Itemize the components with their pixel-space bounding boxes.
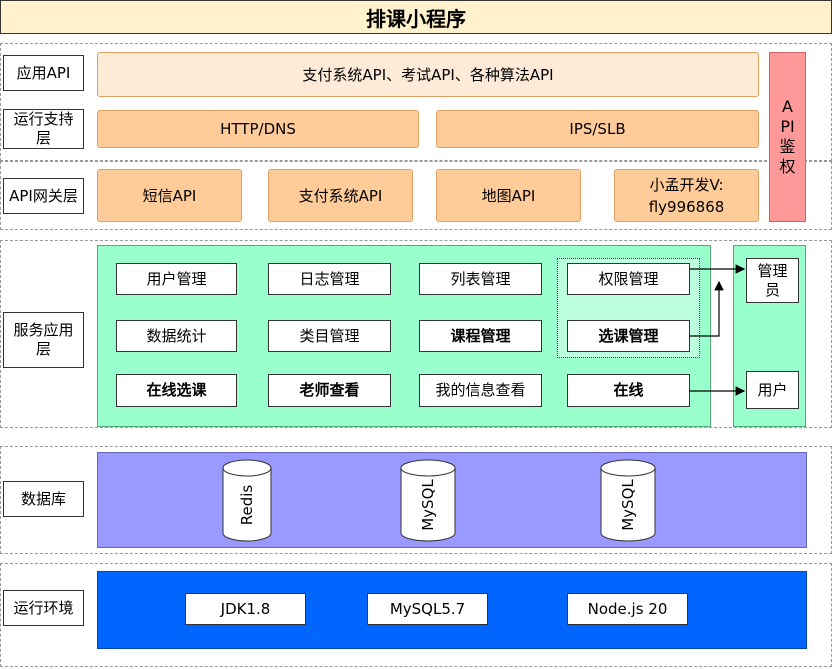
service-category-mgmt: 类目管理 <box>268 320 391 352</box>
service-user-mgmt: 用户管理 <box>116 263 237 295</box>
runtime-jdk: JDK1.8 <box>185 593 306 625</box>
db-label-mysql-2: MySQL <box>619 478 637 531</box>
page-title: 排课小程序 <box>0 0 832 34</box>
api-auth-box: A PI 鉴 权 <box>769 52 806 222</box>
service-log-mgmt: 日志管理 <box>268 263 391 295</box>
gateway-contact-box: 小孟开发V: fly996868 <box>614 169 759 222</box>
layer-label-database: 数据库 <box>3 481 84 517</box>
service-list-mgmt: 列表管理 <box>419 263 542 295</box>
db-cylinder-mysql-1 <box>400 459 456 542</box>
service-my-info-view: 我的信息查看 <box>419 374 542 407</box>
service-course-mgmt: 课程管理 <box>419 320 542 352</box>
api-auth-line1: A <box>782 97 793 116</box>
contact-line2: fly996868 <box>648 197 725 216</box>
gateway-payment-api: 支付系统API <box>268 169 413 222</box>
role-admin: 管理员 <box>746 258 799 303</box>
service-perm-mgmt: 权限管理 <box>567 263 690 295</box>
role-user: 用户 <box>746 371 799 409</box>
app-api-box: 支付系统API、考试API、各种算法API <box>97 52 759 97</box>
runtime-support-http-dns: HTTP/DNS <box>97 110 419 148</box>
service-data-stats: 数据统计 <box>116 320 237 352</box>
runtime-mysql: MySQL5.7 <box>367 593 488 625</box>
api-auth-line3: 鉴 <box>779 137 796 156</box>
service-online-select: 在线选课 <box>116 374 237 407</box>
arrow-select-to-perm <box>690 280 724 337</box>
db-label-mysql-1: MySQL <box>419 478 437 531</box>
runtime-nodejs: Node.js 20 <box>567 593 688 625</box>
service-online: 在线 <box>567 374 690 407</box>
api-auth-line4: 权 <box>779 157 796 176</box>
db-cylinder-redis <box>222 459 272 542</box>
gateway-sms-api: 短信API <box>97 169 242 222</box>
contact-line1: 小孟开发V: <box>649 175 724 194</box>
service-teacher-view: 老师查看 <box>268 374 391 407</box>
db-cylinder-mysql-2 <box>600 459 656 542</box>
api-auth-line2: PI <box>780 117 795 136</box>
layer-label-runtime-support: 运行支持层 <box>3 109 84 149</box>
service-course-select-mgmt: 选课管理 <box>567 320 690 352</box>
db-label-redis: Redis <box>238 484 256 525</box>
layer-label-api-gateway: API网关层 <box>3 178 84 214</box>
runtime-support-ips-slb: IPS/SLB <box>436 110 759 148</box>
gateway-map-api: 地图API <box>436 169 581 222</box>
layer-label-runtime-env: 运行环境 <box>3 590 84 626</box>
layer-label-app-api: 应用API <box>3 55 84 91</box>
layer-label-service-app: 服务应用层 <box>3 312 84 368</box>
